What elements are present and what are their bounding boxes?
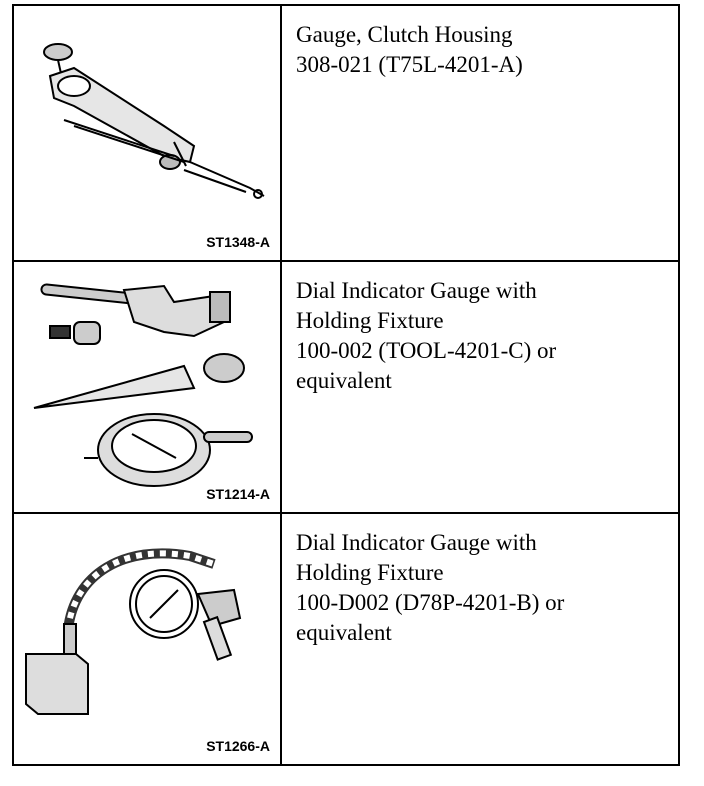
tool-description: Dial Indicator Gauge with Holding Fixtur…	[296, 276, 670, 396]
tool-number-line: 100-002 (TOOL-4201-C) or	[296, 338, 557, 363]
tool-name-line: Dial Indicator Gauge with	[296, 278, 537, 303]
clutch-housing-gauge-illustration	[43, 43, 265, 199]
magnetic-base-dial-indicator-illustration	[25, 548, 242, 715]
tool-image-cell: ST1266-A	[14, 514, 282, 764]
tool-name-line: Dial Indicator Gauge with	[296, 530, 537, 555]
tool-name-line: Holding Fixture	[296, 560, 444, 585]
tool-description: Dial Indicator Gauge with Holding Fixtur…	[296, 528, 670, 648]
dial-indicator-with-fixture-illustration	[33, 283, 253, 487]
tool-name-line: Gauge, Clutch Housing	[296, 22, 513, 47]
tool-image-cell: ST1214-A	[14, 262, 282, 514]
tool-description: Gauge, Clutch Housing 308-021 (T75L-4201…	[296, 20, 670, 80]
tool-equivalent-line: equivalent	[296, 620, 392, 645]
tool-equivalent-line: equivalent	[296, 368, 392, 393]
tool-description-cell: Dial Indicator Gauge with Holding Fixtur…	[282, 514, 678, 764]
tool-name-line: Holding Fixture	[296, 308, 444, 333]
tool-image-code: ST1214-A	[206, 486, 270, 502]
special-tools-table: ST1348-A Gauge, Clutch Housing 308-021 (…	[12, 4, 680, 766]
tool-image-cell: ST1348-A	[14, 6, 282, 262]
tool-image-code: ST1348-A	[206, 234, 270, 250]
tool-description-cell: Dial Indicator Gauge with Holding Fixtur…	[282, 262, 678, 514]
tool-image-code: ST1266-A	[206, 738, 270, 754]
tool-number-line: 100-D002 (D78P-4201-B) or	[296, 590, 565, 615]
tool-number-line: 308-021 (T75L-4201-A)	[296, 52, 523, 77]
tool-description-cell: Gauge, Clutch Housing 308-021 (T75L-4201…	[282, 6, 678, 262]
